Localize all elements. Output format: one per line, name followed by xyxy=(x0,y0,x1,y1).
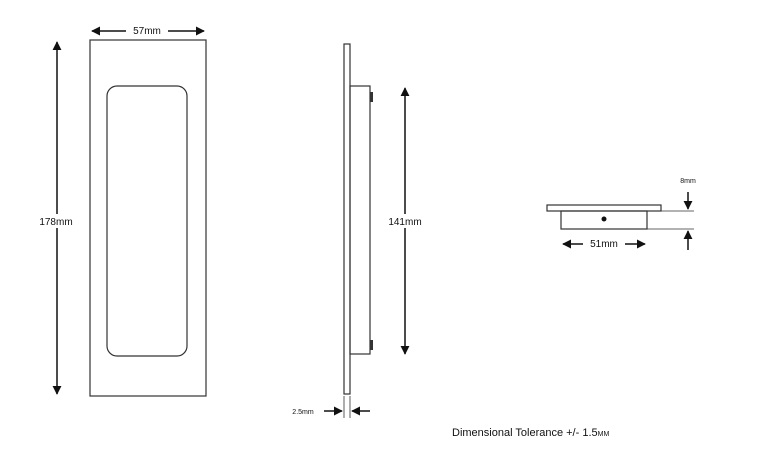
end-depth-label: 8mm xyxy=(680,178,696,185)
side-tab-top xyxy=(370,92,373,102)
end-body xyxy=(560,210,648,230)
tolerance-text: Dimensional Tolerance +/- 1.5 xyxy=(452,427,598,439)
front-recess-outline xyxy=(106,85,188,357)
side-tab-bottom xyxy=(370,340,373,350)
front-height-label: 178mm xyxy=(39,217,72,228)
side-body xyxy=(349,85,371,355)
front-plate-outline xyxy=(89,39,207,397)
end-flange xyxy=(546,204,662,212)
side-thickness-label: 2.5mm xyxy=(292,409,314,416)
end-view: 51mm 8mm xyxy=(546,178,696,251)
tolerance-note: Dimensional Tolerance +/- 1.5MM xyxy=(452,427,609,439)
end-fixing-hole xyxy=(601,216,607,222)
side-height-label: 141mm xyxy=(388,217,421,228)
side-flange xyxy=(343,43,351,395)
side-view: 141mm 2.5mm xyxy=(292,43,427,418)
tolerance-unit: MM xyxy=(598,431,610,438)
front-width-label: 57mm xyxy=(133,26,161,37)
end-width-label: 51mm xyxy=(590,239,618,250)
front-view: 57mm 178mm xyxy=(30,24,207,397)
